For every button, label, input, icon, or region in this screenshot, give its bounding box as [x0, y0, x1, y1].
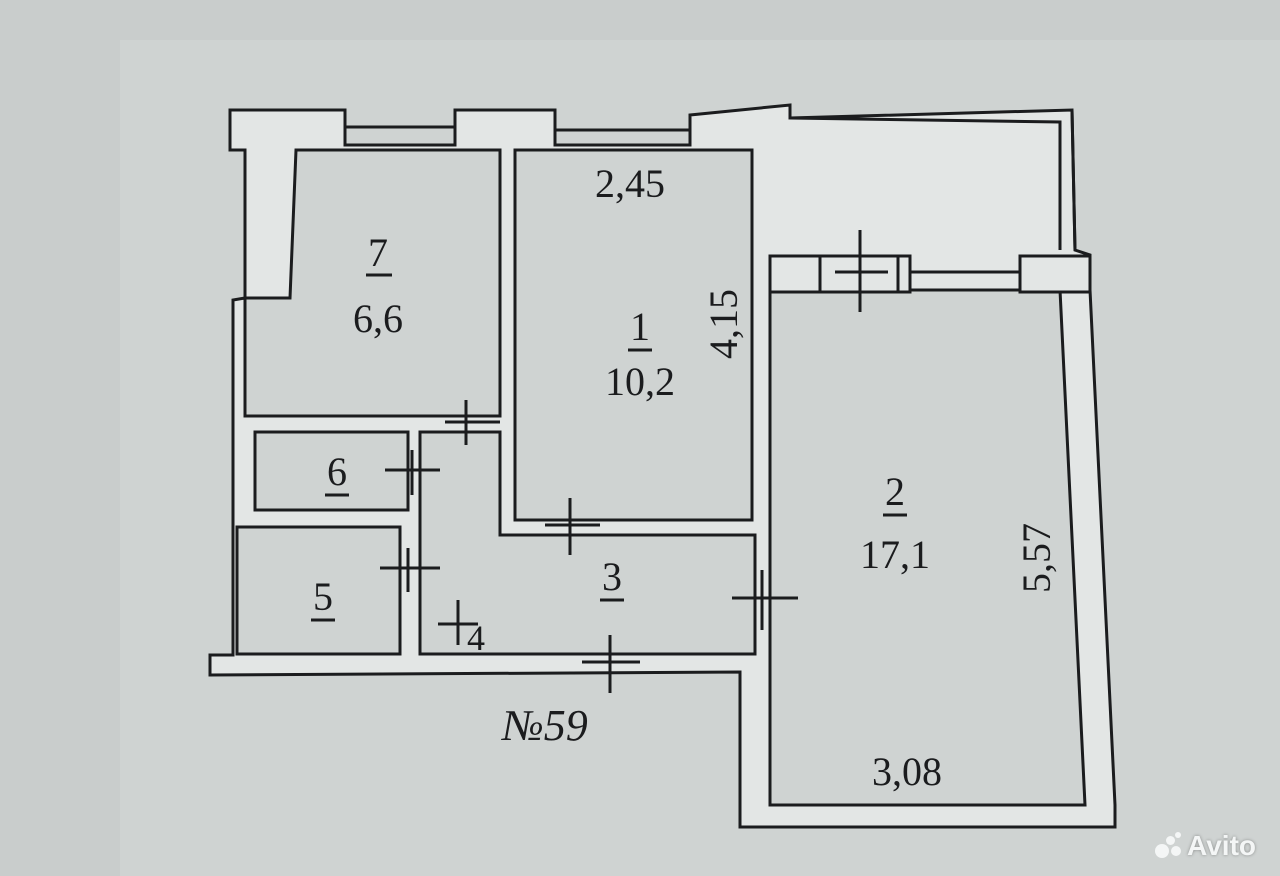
dim-room2-length: 5,57: [1014, 523, 1059, 593]
room-6-number: 6: [327, 449, 347, 494]
dim-room2-width: 3,08: [872, 749, 942, 794]
room-7-area: 6,6: [353, 296, 403, 341]
balcony-outline: [789, 109, 1077, 251]
door-frame: [768, 254, 912, 294]
room-2-area: 17,1: [860, 532, 930, 577]
room-5-number: 5: [313, 574, 333, 619]
pier: [1018, 254, 1092, 294]
room-2-number: 2: [885, 469, 905, 514]
room-1-number: 1: [630, 304, 650, 349]
avito-logo-icon: [1153, 832, 1183, 860]
apartment-number: №59: [500, 701, 588, 750]
dim-room1-width: 2,45: [595, 161, 665, 206]
balcony-door: [768, 254, 1092, 294]
dim-room1-length: 4,15: [701, 289, 746, 359]
watermark-text: Avito: [1187, 830, 1256, 861]
avito-watermark: Avito: [1153, 830, 1256, 862]
windows: [345, 125, 1020, 274]
door-marks: [380, 230, 888, 693]
room-4-number: 4: [467, 618, 485, 658]
room-7-number: 7: [368, 230, 388, 275]
room-3-number: 3: [602, 554, 622, 599]
room-1-area: 10,2: [605, 359, 675, 404]
